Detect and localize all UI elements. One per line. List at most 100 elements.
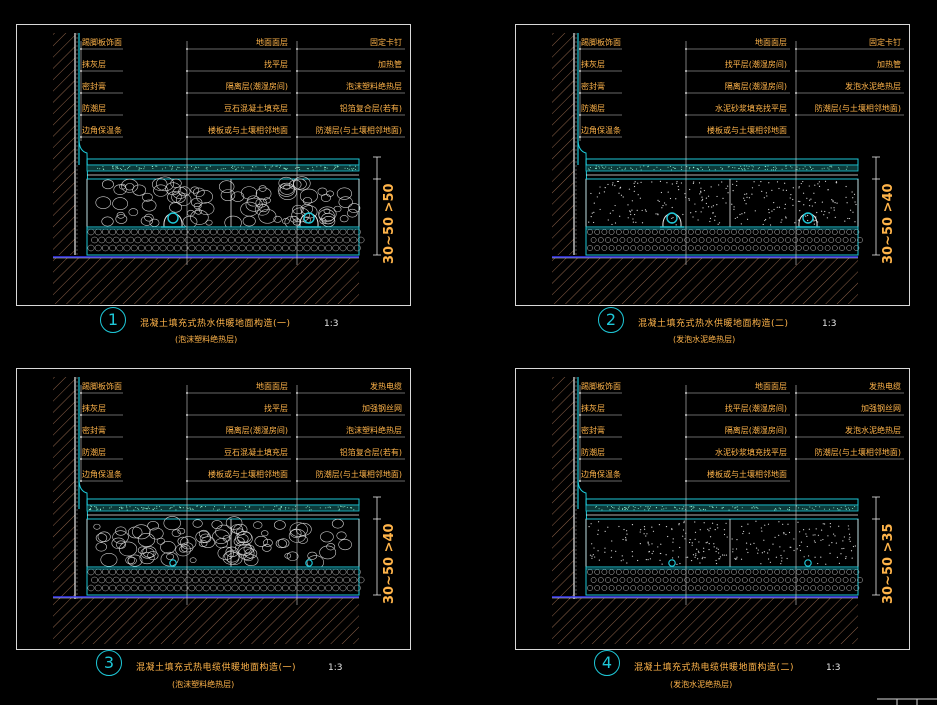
foam-cement-cell (756, 237, 763, 243)
mortar-speck (715, 550, 717, 553)
mortar-speck (723, 533, 726, 536)
foam-cell (296, 584, 304, 592)
leveling-dot (89, 508, 91, 510)
foam-cell (271, 576, 279, 584)
gravel-stone (160, 541, 176, 554)
leveling-dot (690, 508, 692, 510)
foam-cell (296, 244, 304, 252)
mortar-speck (714, 529, 716, 531)
mortar-speck (716, 547, 718, 549)
mortar-speck (627, 204, 629, 206)
gravel-stone (319, 545, 337, 560)
foam-cement-cell (828, 237, 835, 243)
leveling-dot (337, 166, 339, 168)
mortar-speck (621, 555, 623, 557)
floor-finish-layer (86, 158, 360, 166)
foam-cell (101, 584, 109, 592)
foam-cement-cell (752, 569, 759, 575)
foam-cell (346, 244, 354, 252)
detail-title-4: 混凝土填充式热电缆供暖地面构造(二) (634, 663, 795, 673)
gravel-stone (231, 191, 245, 202)
foam-cement-cell (594, 569, 601, 575)
foam-cement-cell (648, 577, 655, 583)
mortar-speck (618, 525, 620, 528)
leveling-dot (180, 507, 182, 509)
leveling-dot (647, 166, 649, 168)
leader-dot (579, 136, 581, 138)
mortar-speck (745, 542, 748, 544)
foam-cell (199, 576, 207, 584)
foam-cell (299, 576, 307, 584)
leveling-dot (648, 509, 650, 511)
foam-cell (335, 236, 343, 244)
mortar-speck (652, 530, 655, 532)
mortar-speck (735, 548, 738, 550)
callout-label: 防潮层 (581, 448, 605, 457)
mortar-speck (818, 181, 820, 183)
leveling-dot (279, 507, 281, 509)
mortar-speck (690, 559, 693, 562)
mortar-speck (740, 558, 743, 560)
foam-cell (353, 584, 361, 592)
leveling-dot (624, 509, 626, 511)
mortar-speck (593, 202, 595, 204)
mortar-speck (671, 528, 673, 530)
mortar-speck (678, 522, 680, 525)
leveling-dot (148, 508, 150, 510)
mortar-speck (826, 217, 828, 219)
mortar-speck (718, 184, 720, 186)
leveling-dot (660, 168, 662, 170)
leveling-dot (598, 166, 600, 168)
leveling-dot (348, 168, 350, 170)
mortar-speck (781, 557, 783, 559)
mortar-speck (610, 556, 612, 558)
mortar-speck (848, 528, 850, 530)
mortar-speck (778, 187, 780, 190)
foam-cement-cell (651, 585, 658, 591)
mortar-speck (815, 528, 817, 530)
foam-cement-cell (806, 237, 813, 243)
mortar-speck (802, 180, 804, 183)
leveling-dot (682, 508, 684, 510)
callout-label: 楼板或与土壤相邻地面 (208, 126, 288, 135)
callout-label: 隔离层(潮湿房间) (225, 82, 288, 91)
foam-cell (224, 244, 232, 252)
leveling-dot (815, 506, 817, 508)
foam-cell (116, 584, 124, 592)
mortar-speck (715, 562, 718, 565)
leveling-dot (772, 169, 774, 171)
leveling-dot (129, 506, 131, 508)
foam-cement-cell (785, 237, 791, 243)
mortar-speck (798, 186, 800, 188)
leveling-dot (152, 167, 154, 169)
leveling-dot (845, 508, 847, 510)
foam-cement-cell (770, 577, 777, 583)
callout-label: 发热电缆 (869, 382, 901, 391)
mortar-speck (701, 558, 703, 560)
mortar-speck (785, 533, 787, 536)
leader-dot (80, 392, 82, 394)
leveling-dot (237, 166, 239, 168)
leader-dot (186, 458, 188, 460)
mortar-speck (672, 541, 674, 543)
mortar-speck (736, 180, 738, 182)
callout-label: 发泡水泥绝热层 (845, 82, 901, 91)
mortar-speck (644, 528, 646, 530)
detail-number-3: 3 (96, 650, 122, 676)
mortar-speck (688, 199, 690, 201)
leveling-dot (804, 166, 806, 168)
leader-dot (296, 114, 298, 116)
foam-cement-cell (839, 245, 845, 251)
gravel-stone (263, 197, 271, 204)
mortar-speck (647, 542, 649, 544)
foam-cement-cell (821, 237, 827, 243)
gravel-stone (121, 178, 139, 193)
callout-label: 地面面层 (256, 38, 288, 47)
mortar-speck (842, 540, 844, 542)
leader-dot (579, 414, 581, 416)
foam-cement-cell (691, 237, 698, 243)
leveling-dot (645, 506, 647, 508)
gravel-stone (211, 520, 223, 529)
leveling-dot (771, 169, 773, 171)
foam-cell (206, 236, 214, 244)
